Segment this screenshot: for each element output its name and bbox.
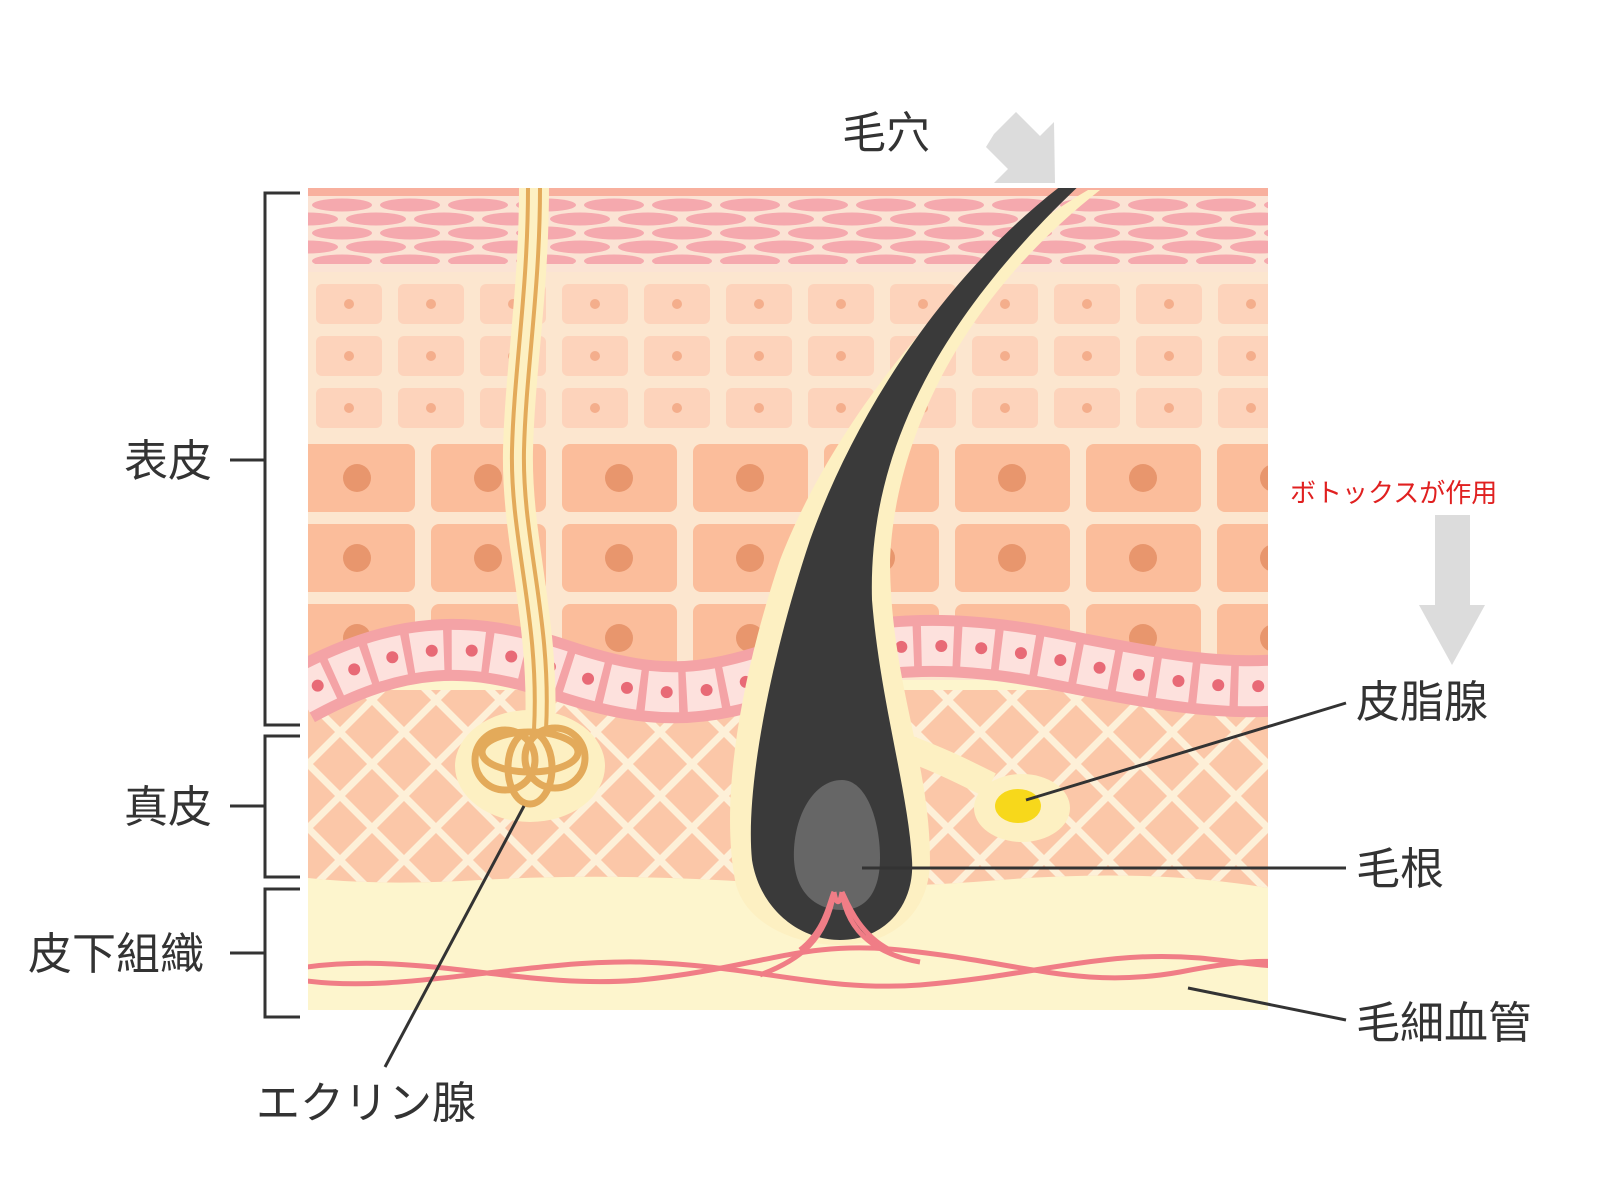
basal-cell-nucleus bbox=[660, 686, 673, 699]
sebaceous-pointer bbox=[1025, 701, 1347, 802]
skin-cross-section bbox=[308, 188, 1268, 1010]
basal-cell-nucleus bbox=[1054, 654, 1067, 667]
basal-cell-nucleus bbox=[1093, 661, 1106, 674]
layer-brackets bbox=[230, 191, 300, 1019]
basal-cell-nucleus bbox=[465, 644, 478, 657]
pointer-lines bbox=[383, 701, 1347, 1068]
botox-note: ボトックスが作用 bbox=[1290, 479, 1497, 509]
botox-arrow bbox=[1419, 515, 1485, 665]
hair-shaft bbox=[750, 188, 1077, 940]
basal-cell-nucleus bbox=[700, 683, 713, 696]
sebaceous-gland-label: 皮脂腺 bbox=[1356, 677, 1488, 728]
subcutaneous-bracket bbox=[230, 887, 300, 1019]
eccrine-pointer bbox=[383, 805, 526, 1068]
eccrine-gland-label: エクリン腺 bbox=[256, 1078, 476, 1129]
basal-cell-nuclei bbox=[311, 639, 1265, 699]
capillary-label: 毛細血管 bbox=[1356, 998, 1532, 1049]
pore-arrow bbox=[986, 112, 1055, 183]
eccrine-duct-sheath bbox=[502, 188, 556, 731]
basal-cell-nucleus bbox=[1014, 647, 1027, 660]
basal-cell-nucleus bbox=[1252, 680, 1265, 693]
basal-cell-nucleus bbox=[975, 642, 988, 655]
basal-cell-nucleus bbox=[311, 679, 324, 692]
capillary-pointer bbox=[1187, 986, 1347, 1022]
epidermis-bracket bbox=[230, 191, 300, 727]
capillary-vessel bbox=[308, 953, 1268, 989]
pore-label: 毛穴 bbox=[842, 108, 930, 159]
sebum-drop bbox=[995, 789, 1041, 823]
dermal-papilla bbox=[793, 780, 880, 910]
eccrine-gland-coil bbox=[471, 724, 589, 808]
basal-cell-nucleus bbox=[1132, 668, 1145, 681]
dermis-label: 真皮 bbox=[124, 782, 212, 833]
eccrine-duct bbox=[509, 188, 537, 731]
basal-cell-nucleus bbox=[582, 672, 595, 685]
basal-cell-nucleus bbox=[386, 651, 399, 664]
basal-cell-nucleus bbox=[1212, 679, 1225, 692]
basal-cell-nucleus bbox=[505, 650, 518, 663]
hair-root-label: 毛根 bbox=[1356, 844, 1444, 895]
basal-cell-nucleus bbox=[348, 663, 361, 676]
subcutaneous-label: 皮下組織 bbox=[28, 929, 204, 980]
basal-cell-nucleus bbox=[425, 644, 438, 657]
basal-cell-nucleus bbox=[1172, 675, 1185, 688]
basal-cell-nucleus bbox=[620, 681, 633, 694]
basal-cell-nucleus bbox=[935, 639, 948, 652]
basal-cell-nucleus bbox=[895, 640, 908, 653]
dermis-bracket bbox=[230, 734, 300, 879]
epidermis-label: 表皮 bbox=[124, 436, 212, 487]
